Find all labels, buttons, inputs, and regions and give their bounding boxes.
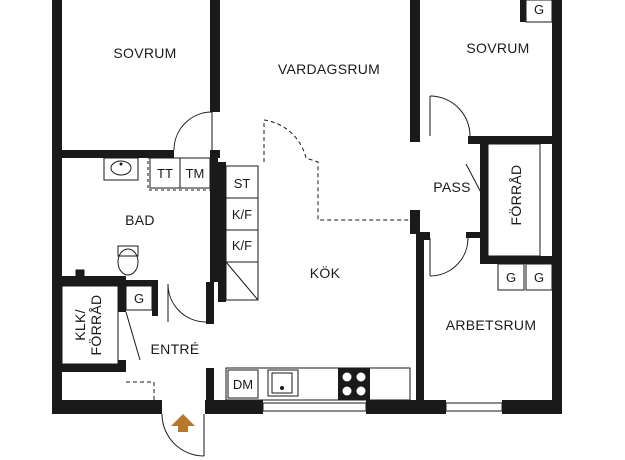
wall-sovrum-r-bottom: [468, 136, 562, 144]
wall-pass-corner: [416, 232, 430, 240]
kitchen-cab-low: [225, 261, 259, 301]
stove: [338, 368, 370, 400]
door-sovrum-right: [429, 95, 471, 137]
wall-g-closet-right: [152, 280, 158, 316]
door-forrad: [465, 163, 487, 203]
kitchen-sink: [267, 369, 299, 397]
door-arbetsrum: [429, 237, 469, 277]
wall-g-top-right: [520, 0, 526, 22]
wall-forrad-bottom: [480, 256, 562, 264]
wall-g-closet-top: [126, 280, 158, 286]
dashed-entre: [126, 381, 155, 400]
door-entrance: [161, 413, 205, 457]
label-tt: TT: [157, 166, 173, 181]
wall-right-outer: [552, 0, 562, 414]
wall-klk-right: [118, 276, 126, 312]
kitchen-sink-drain: [280, 386, 284, 390]
windows: [262, 402, 503, 412]
wall-forrad-left: [480, 144, 488, 262]
g-closet-top-right: [525, 0, 553, 23]
room-label-forrad-right: FÖRRÅD: [507, 165, 524, 226]
bath-sink-bowl: [110, 160, 132, 176]
fixtures: [61, 0, 553, 401]
wall-sovrum-bad: [62, 150, 174, 158]
label-dm: DM: [233, 377, 253, 392]
wall-vardags-sovrum-r: [410, 0, 420, 142]
wall-klk-top: [62, 276, 124, 286]
label-g-top-right: G: [534, 2, 544, 17]
wall-klk-bottom: [62, 364, 126, 372]
window-kitchen: [262, 402, 367, 412]
kitchen-sink-bowl: [271, 372, 293, 394]
wall-bad-kok-lower: [206, 282, 214, 324]
window-arbetsrum: [445, 402, 503, 412]
dashed-kitchen-boundary: [263, 119, 412, 221]
wall-pass-left-low: [416, 234, 424, 402]
kitchen-counter: [225, 367, 411, 401]
g-closet-entre: [125, 285, 153, 311]
door-klk: [125, 311, 141, 361]
room-label-arbetsrum: ARBETSRUM: [446, 317, 537, 333]
wall-left-outer: [52, 0, 62, 414]
label-g-entre: G: [134, 291, 144, 306]
wall-sovrum-vardags: [210, 0, 220, 112]
room-label-sovrum-left: SOVRUM: [113, 45, 176, 61]
room-label-entre: ENTRÉ: [151, 341, 200, 357]
label-st: ST: [234, 176, 251, 191]
room-label-pass: PASS: [433, 179, 471, 195]
label-kf-2: K/F: [232, 238, 252, 253]
door-sovrum-left: [173, 111, 213, 151]
wall-bottom-left: [52, 400, 162, 414]
dashed-lines: [126, 119, 412, 400]
label-kf-1: K/F: [232, 207, 252, 222]
bath-sink-drain: [119, 162, 123, 166]
door-bad: [167, 283, 207, 323]
bath-sink-counter: [103, 157, 139, 181]
g-closet-arbets-1: [497, 263, 525, 291]
label-g-arbets-2: G: [534, 270, 544, 285]
stove-burner-3: [341, 385, 353, 397]
floor-drain: [75, 269, 85, 277]
klk-inner: [61, 285, 119, 365]
wall-pass-left: [410, 210, 420, 234]
label-g-arbets-1: G: [506, 270, 516, 285]
wall-bottom-mid: [205, 400, 263, 414]
room-label-klk-line1: KLK/: [72, 309, 88, 341]
toilet-bowl: [117, 248, 139, 276]
room-label-vardagsrum: VARDAGSRUM: [278, 61, 380, 77]
room-label-bad: BAD: [125, 212, 155, 228]
label-tm: TM: [186, 166, 205, 181]
wall-bottom-mid2: [366, 400, 446, 414]
walls: [52, 0, 562, 414]
tm-box: [179, 157, 211, 189]
stove-burner-1: [341, 371, 353, 383]
toilet-tank: [117, 245, 139, 257]
stove-body: [338, 368, 370, 400]
wall-bad-kok-upper: [210, 150, 218, 282]
wall-kitchen-cabinet: [218, 162, 226, 302]
g-closet-arbets-2: [525, 263, 553, 291]
room-label-klk-line2: FÖRRÅD: [87, 295, 104, 356]
wall-bottom-right: [502, 400, 562, 414]
entrance-arrow-icon: [171, 414, 195, 432]
kitchen-cab-line: [225, 261, 259, 301]
doors: [125, 95, 487, 457]
stove-burner-2: [355, 371, 367, 383]
wall-forrad-stub: [466, 232, 488, 238]
tt-dashed-outline: [147, 157, 213, 191]
room-label-kok: KÖK: [310, 264, 341, 281]
stove-burner-4: [355, 385, 367, 397]
room-label-sovrum-right: SOVRUM: [466, 40, 529, 56]
kitchen-dm-box: [227, 369, 259, 399]
wall-entre-door-right: [206, 368, 214, 414]
